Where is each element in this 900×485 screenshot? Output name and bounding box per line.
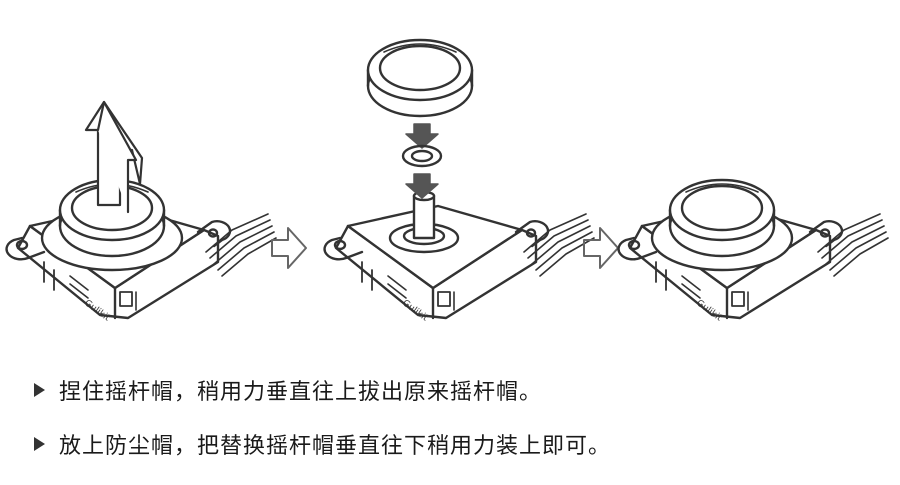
instruction-step-1: 捏住摇杆帽，稍用力垂直往上拔出原来摇杆帽。 (34, 374, 542, 406)
triangle-bullet-icon (34, 437, 45, 451)
triangle-bullet-icon (34, 383, 45, 397)
module-illustration-2: Gulikit (325, 192, 594, 324)
joystick-replacement-diagram: Gulikit Gulikit Gulikit (0, 0, 900, 360)
right-arrow-icon (272, 228, 306, 268)
down-arrow-icon (406, 124, 438, 148)
instruction-text: 捏住摇杆帽，稍用力垂直往上拔出原来摇杆帽。 (59, 374, 542, 406)
dust-cap (403, 146, 441, 166)
instruction-step-2: 放上防尘帽，把替换摇杆帽垂直往下稍用力装上即可。 (34, 428, 611, 460)
module-illustration-3: Gulikit (619, 180, 888, 324)
replacement-cap (368, 40, 472, 116)
instruction-text: 放上防尘帽，把替换摇杆帽垂直往下稍用力装上即可。 (59, 428, 611, 460)
module-illustration-1: Gulikit (7, 102, 276, 324)
